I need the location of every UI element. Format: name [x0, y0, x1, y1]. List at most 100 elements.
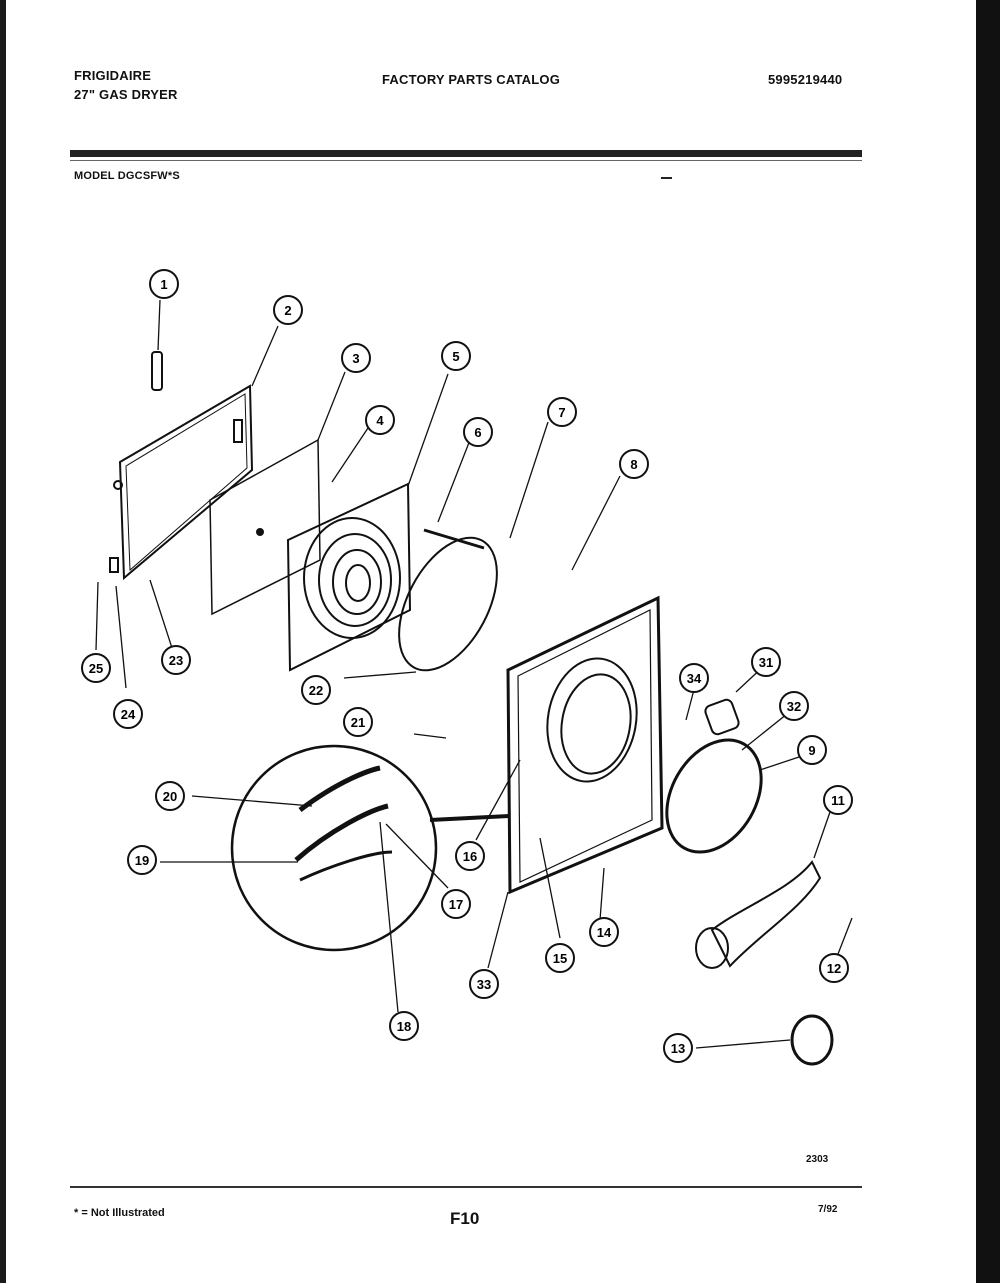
- callout-3: 3: [341, 343, 371, 373]
- callout-8: 8: [619, 449, 649, 479]
- callout-circle: [545, 943, 575, 973]
- callout-21: 21: [343, 707, 373, 737]
- callout-24: 24: [113, 699, 143, 729]
- callout-32: 32: [779, 691, 809, 721]
- callout-number: 31: [759, 655, 773, 670]
- callout-number: 34: [687, 671, 702, 686]
- duct-seal-part: [790, 1014, 834, 1066]
- callout-circle: [679, 663, 709, 693]
- callout-number: 14: [597, 925, 612, 940]
- air-duct-part: [710, 860, 822, 968]
- callout-6: 6: [463, 417, 493, 447]
- callout-9: 9: [797, 735, 827, 765]
- callout-15: 15: [545, 943, 575, 973]
- callout-circle: [161, 645, 191, 675]
- callout-number: 16: [463, 849, 477, 864]
- callout-number: 7: [558, 405, 565, 420]
- hinge-part: [233, 419, 243, 443]
- callout-circle: [619, 449, 649, 479]
- callout-circle: [469, 969, 499, 999]
- model-label: MODEL DGCSFW*S: [74, 170, 180, 182]
- callout-circle: [301, 675, 331, 705]
- callout-number: 11: [831, 793, 845, 808]
- callout-number: 9: [808, 743, 815, 758]
- callout-4: 4: [365, 405, 395, 435]
- product-name: 27" GAS DRYER: [74, 87, 178, 102]
- callout-number: 2: [284, 303, 291, 318]
- door-window-part: [303, 517, 401, 639]
- door-opening-part: [546, 657, 638, 783]
- callout-circle: [441, 341, 471, 371]
- callout-circle: [823, 785, 853, 815]
- callout-number: 18: [397, 1019, 411, 1034]
- callout-number: 15: [553, 951, 567, 966]
- callout-34: 34: [679, 663, 709, 693]
- callout-1: 1: [149, 269, 179, 299]
- callout-circle: [797, 735, 827, 765]
- callout-14: 14: [589, 917, 619, 947]
- callout-number: 13: [671, 1041, 685, 1056]
- door-panel-part: [118, 384, 254, 581]
- callout-circle: [127, 845, 157, 875]
- callout-circle: [751, 647, 781, 677]
- callout-circle: [343, 707, 373, 737]
- callout-number: 33: [477, 977, 491, 992]
- callout-circle: [81, 653, 111, 683]
- callout-33: 33: [469, 969, 499, 999]
- callout-circle: [589, 917, 619, 947]
- callout-20: 20: [155, 781, 185, 811]
- callout-circle: [463, 417, 493, 447]
- callout-number: 32: [787, 699, 801, 714]
- door-catch-part: [109, 557, 119, 573]
- callout-23: 23: [161, 645, 191, 675]
- drawing-reference: 2303: [806, 1154, 829, 1165]
- callout-circle: [455, 841, 485, 871]
- callout-number: 4: [376, 413, 384, 428]
- callout-number: 1: [160, 277, 167, 292]
- catalog-title: FACTORY PARTS CATALOG: [382, 72, 561, 87]
- callout-25: 25: [81, 653, 111, 683]
- callout-number: 23: [169, 653, 183, 668]
- hinge-screw-part: [113, 480, 123, 490]
- callout-circle: [365, 405, 395, 435]
- callout-number: 3: [352, 351, 359, 366]
- callout-5: 5: [441, 341, 471, 371]
- callout-circle: [819, 953, 849, 983]
- callout-7: 7: [547, 397, 577, 427]
- catalog-number: 5995219440: [768, 72, 843, 87]
- callout-circle: [155, 781, 185, 811]
- callout-number: 21: [351, 715, 365, 730]
- callout-22: 22: [301, 675, 331, 705]
- door-liner-part: [209, 438, 321, 616]
- callout-number: 5: [452, 349, 459, 364]
- door-handle-part: [151, 351, 163, 391]
- callout-12: 12: [819, 953, 849, 983]
- callout-number: 12: [827, 961, 841, 976]
- callout-circle: [389, 1011, 419, 1041]
- bearing-ring-part: [665, 738, 763, 854]
- detail-magnifier: [230, 744, 438, 952]
- callout-number: 25: [89, 661, 103, 676]
- callout-11: 11: [823, 785, 853, 815]
- inner-door-part: [286, 482, 412, 672]
- callout-17: 17: [441, 889, 471, 919]
- callout-31: 31: [751, 647, 781, 677]
- callout-number: 19: [135, 853, 149, 868]
- lamp-lens-part: [704, 698, 740, 736]
- revision-date: 7/92: [818, 1204, 838, 1215]
- callout-number: 22: [309, 683, 323, 698]
- callout-number: 8: [630, 457, 637, 472]
- callout-circle: [547, 397, 577, 427]
- callout-circle: [149, 269, 179, 299]
- callout-18: 18: [389, 1011, 419, 1041]
- callout-19: 19: [127, 845, 157, 875]
- header-rule-thin: [70, 160, 862, 161]
- callout-16: 16: [455, 841, 485, 871]
- callout-number: 17: [449, 897, 463, 912]
- callout-circle: [273, 295, 303, 325]
- model-dash: [661, 177, 672, 179]
- brand-name: FRIGIDAIRE: [74, 68, 152, 83]
